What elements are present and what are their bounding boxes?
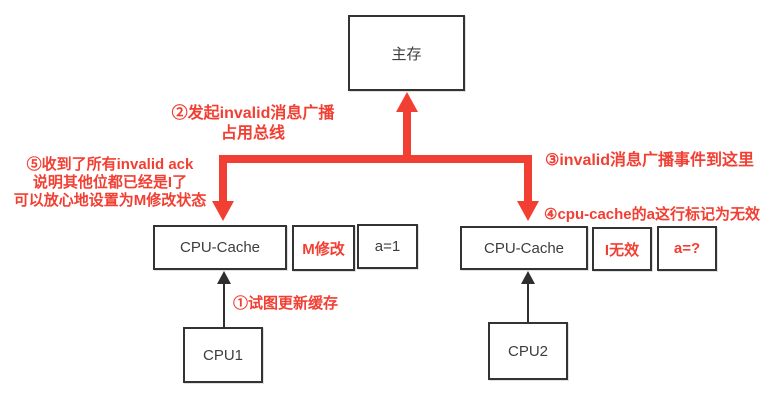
right-cpu-cache-label: CPU-Cache bbox=[483, 239, 565, 257]
left-cache-state-cell: M修改 bbox=[292, 225, 355, 271]
invalid-arrow-right-shaft bbox=[524, 155, 532, 203]
bus-arrow-to-memory-head-icon bbox=[396, 92, 418, 112]
annotation-step2-line1: ②发起invalid消息广播 bbox=[171, 105, 335, 122]
bus-arrow-to-memory-shaft bbox=[403, 110, 411, 160]
cpu2-box: CPU2 bbox=[488, 322, 568, 380]
right-cache-state-cell: I无效 bbox=[592, 227, 652, 271]
cpu2-label: CPU2 bbox=[507, 342, 548, 360]
right-cache-value-cell: a=? bbox=[657, 226, 717, 271]
annotation-step5-line2: 说明其他位都已经是I了 bbox=[32, 174, 188, 191]
main-memory-label: 主存 bbox=[391, 45, 422, 63]
invalid-arrow-right-head-icon bbox=[517, 201, 539, 221]
cpu2-read-arrow-shaft bbox=[527, 283, 529, 322]
left-cache-state-label: M修改 bbox=[302, 240, 345, 258]
annotation-step2: ②发起invalid消息广播 占用总线 bbox=[150, 104, 356, 144]
annotation-step5-line3: 可以放心地设置为M修改状态 bbox=[13, 192, 207, 209]
left-cache-value-cell: a=1 bbox=[357, 224, 418, 269]
right-cpu-cache-box: CPU-Cache bbox=[460, 226, 588, 270]
annotation-step1: ①试图更新缓存 bbox=[233, 295, 339, 312]
cpu1-box: CPU1 bbox=[183, 327, 263, 383]
cpu1-label: CPU1 bbox=[202, 346, 243, 364]
annotation-step5-line1: ⑤收到了所有invalid ack bbox=[26, 156, 194, 173]
cpu1-update-arrow-shaft bbox=[223, 283, 225, 327]
cpu2-read-arrow-head-icon bbox=[521, 271, 535, 284]
cpu1-update-arrow-head-icon bbox=[217, 271, 231, 284]
left-cache-value-label: a=1 bbox=[374, 238, 401, 255]
invalid-arrow-left-head-icon bbox=[212, 201, 234, 221]
annotation-step3: ③invalid消息广播事件到这里 bbox=[545, 152, 755, 169]
main-memory-box: 主存 bbox=[348, 15, 465, 91]
invalid-arrow-left-shaft bbox=[219, 155, 227, 203]
annotation-step2-line2: 占用总线 bbox=[220, 125, 285, 142]
annotation-step4: ④cpu-cache的a这行标记为无效 bbox=[544, 206, 760, 223]
left-cpu-cache-label: CPU-Cache bbox=[179, 239, 261, 256]
annotation-step5: ⑤收到了所有invalid ack 说明其他位都已经是I了 可以放心地设置为M修… bbox=[4, 156, 216, 210]
left-cpu-cache-box: CPU-Cache bbox=[153, 225, 287, 270]
right-cache-state-label: I无效 bbox=[604, 241, 640, 259]
right-cache-value-label: a=? bbox=[673, 240, 701, 257]
bus-line bbox=[219, 155, 532, 163]
